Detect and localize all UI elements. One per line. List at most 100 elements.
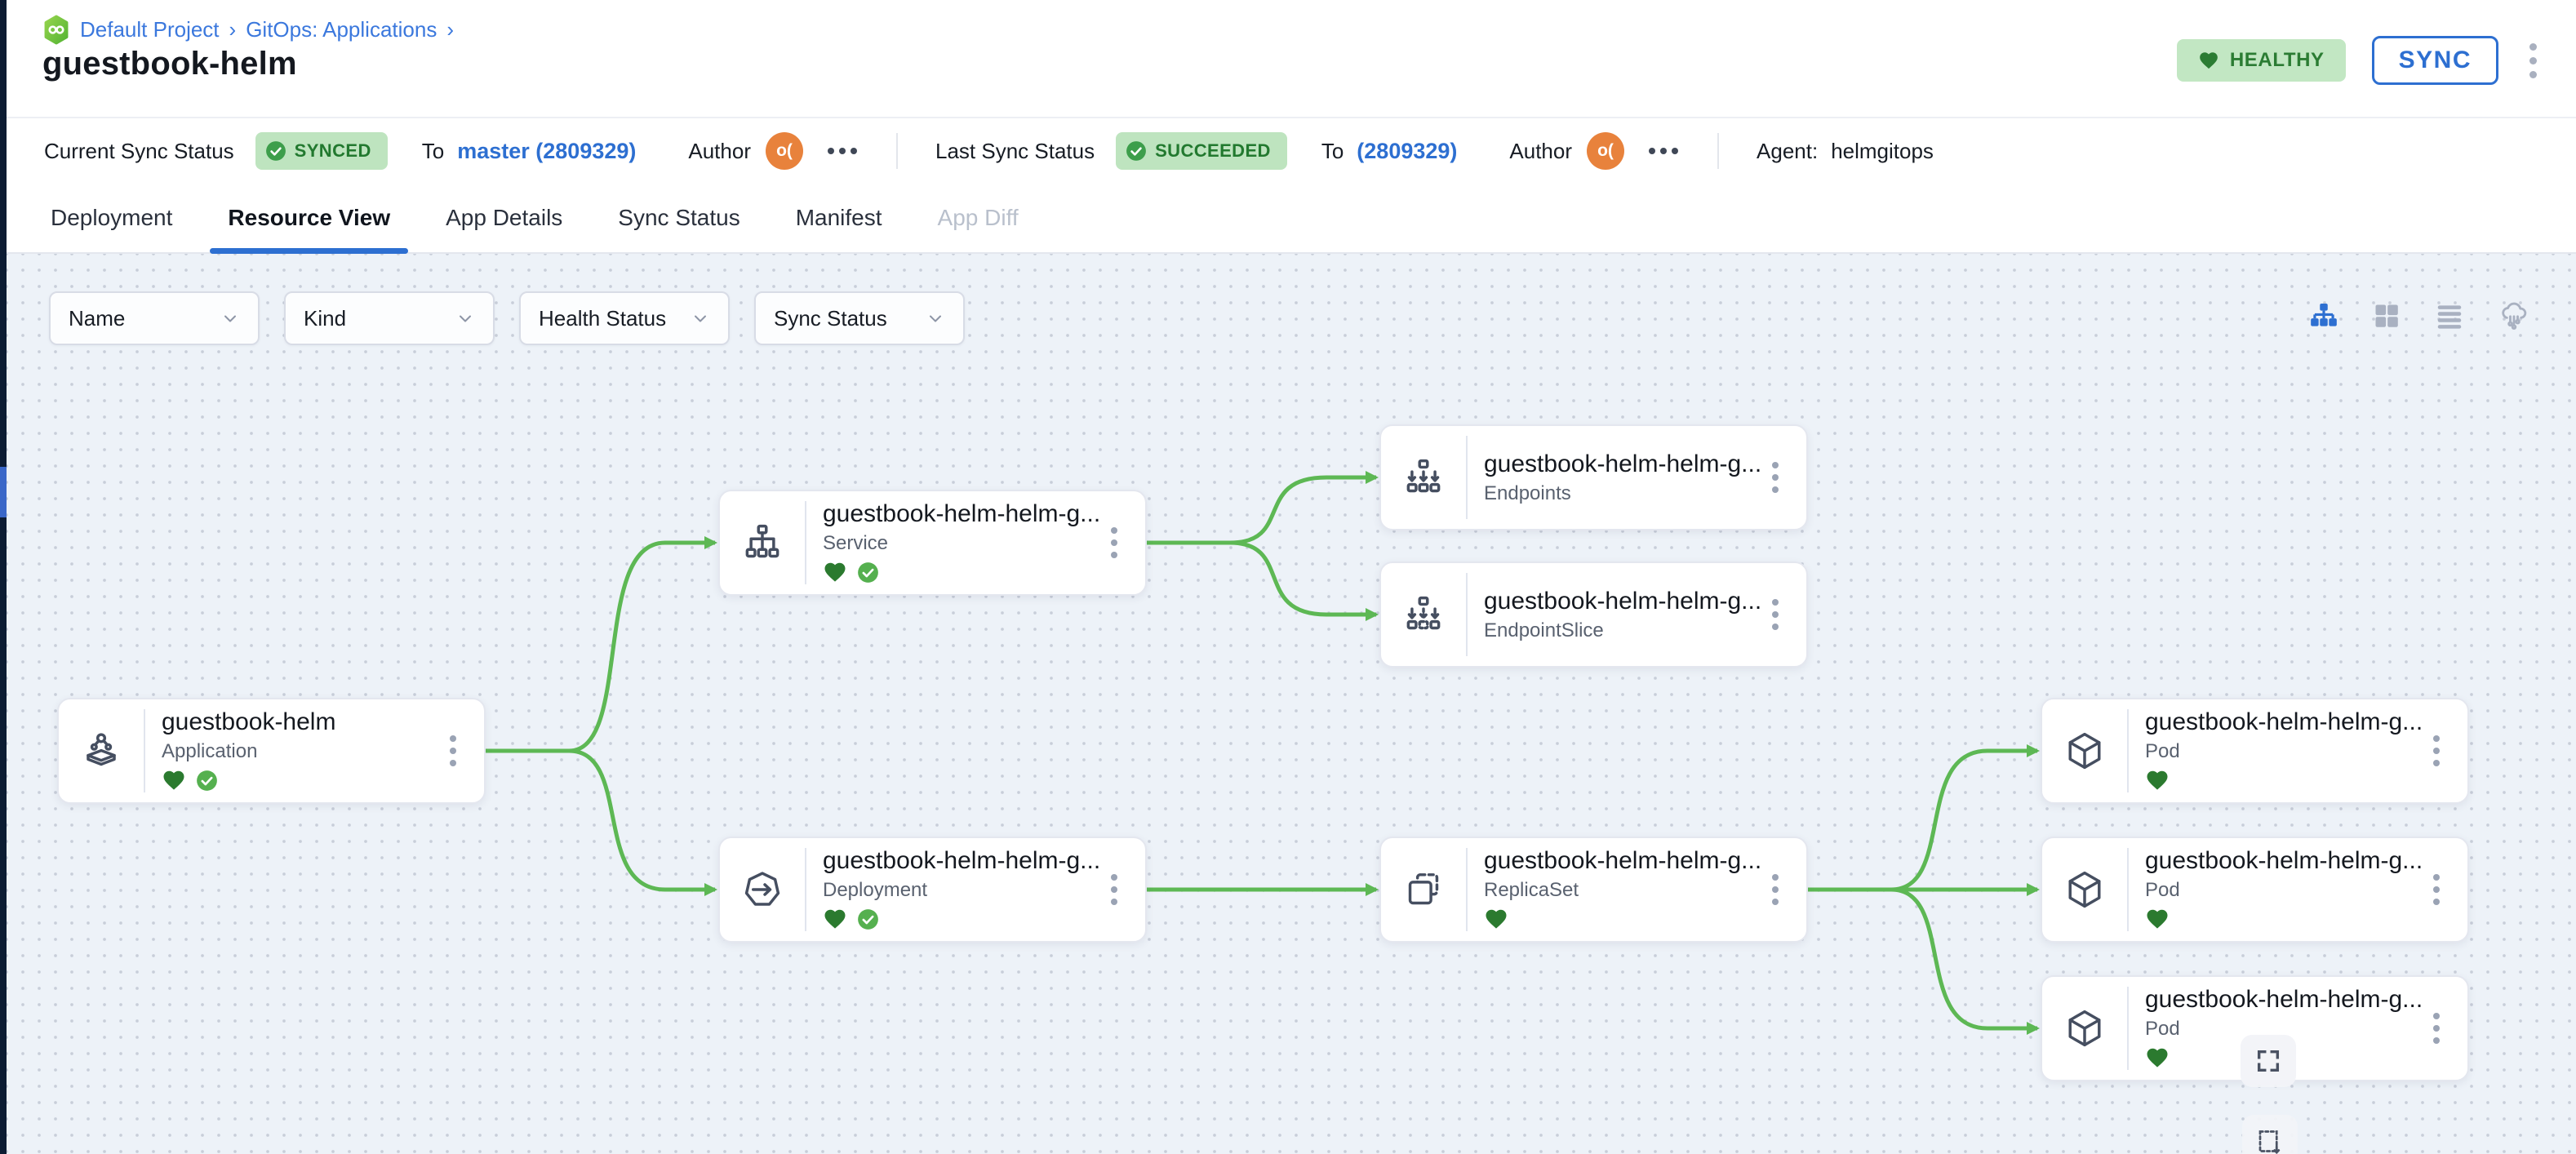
sync-status-filter-select[interactable]: Sync Status xyxy=(754,291,965,345)
view-toggles xyxy=(2308,300,2530,336)
tab-sync-status[interactable]: Sync Status xyxy=(618,205,740,230)
node-kind: EndpointSlice xyxy=(1484,619,1604,641)
tab-manifest[interactable]: Manifest xyxy=(795,205,882,230)
resource-node[interactable]: guestbook-helm-helm-g... EndpointSlice xyxy=(1379,561,1808,668)
replicaset-icon xyxy=(1381,848,1468,931)
node-title: guestbook-helm-helm-g... xyxy=(823,500,1101,527)
list-view-icon[interactable] xyxy=(2434,300,2465,335)
node-kind: Service xyxy=(823,532,889,554)
pod-icon xyxy=(2042,848,2129,931)
node-status-icons xyxy=(823,906,1145,932)
pod-icon xyxy=(2042,709,2129,792)
endpoints-icon xyxy=(1381,436,1468,519)
current-revision-link[interactable]: master (2809329) xyxy=(457,138,637,163)
resource-node[interactable]: guestbook-helm-helm-g... Service xyxy=(718,490,1147,596)
node-menu-icon[interactable] xyxy=(2428,1008,2445,1049)
sidebar-active-indicator xyxy=(0,467,7,517)
resource-node[interactable]: guestbook-helm-helm-g... ReplicaSet xyxy=(1379,837,1808,943)
node-kind: ReplicaSet xyxy=(1484,879,1579,901)
node-title: guestbook-helm-helm-g... xyxy=(2145,847,2423,874)
resource-node[interactable]: guestbook-helm-helm-g... Endpoints xyxy=(1379,424,1808,530)
node-menu-icon[interactable] xyxy=(1106,522,1122,563)
breadcrumb-separator: › xyxy=(229,17,237,42)
check-circle-icon xyxy=(1126,141,1147,161)
chevron-down-icon xyxy=(930,315,941,322)
select-area-icon[interactable] xyxy=(2242,1115,2298,1154)
last-revision-link[interactable]: (2809329) xyxy=(1357,138,1458,163)
to-label: To xyxy=(421,138,445,163)
health-badge-label: HEALTHY xyxy=(2229,49,2325,71)
grid-view-icon[interactable] xyxy=(2372,301,2401,335)
node-kind: Deployment xyxy=(823,879,928,901)
author-avatar[interactable]: o( xyxy=(1587,132,1625,170)
resource-edge xyxy=(1808,744,2040,892)
health-heart-icon xyxy=(2145,1045,2170,1070)
resource-node[interactable]: guestbook-helm-helm-g... Pod xyxy=(2041,837,2469,943)
author-label: Author xyxy=(1509,138,1573,163)
last-sync-status-group: Last Sync Status SUCCEEDED To (2809329) … xyxy=(935,132,1680,170)
health-heart-icon xyxy=(823,907,847,931)
health-status-filter-select[interactable]: Health Status xyxy=(519,291,730,345)
resource-edge xyxy=(1147,540,1379,621)
breadcrumb-separator: › xyxy=(446,17,454,42)
sync-check-icon xyxy=(857,908,879,930)
tab-deployment[interactable]: Deployment xyxy=(51,205,173,230)
resource-node[interactable]: guestbook-helm-helm-g... Deployment xyxy=(718,837,1147,943)
chevron-down-icon xyxy=(695,315,706,322)
node-menu-icon[interactable] xyxy=(445,730,461,771)
app-menu-kebab-icon[interactable] xyxy=(2525,38,2542,83)
node-menu-icon[interactable] xyxy=(1767,869,1783,910)
node-title: guestbook-helm-helm-g... xyxy=(1484,450,1762,477)
more-options-icon[interactable] xyxy=(1647,141,1680,161)
breadcrumb-project-link[interactable]: Default Project xyxy=(80,17,220,42)
deployment-icon xyxy=(720,848,806,931)
breadcrumb-applications-link[interactable]: GitOps: Applications xyxy=(246,17,437,42)
chevron-down-icon xyxy=(460,315,471,322)
status-bar: Current Sync Status SYNCED To master (28… xyxy=(7,117,2576,184)
resource-graph-canvas[interactable]: Name Kind Health Status Sync Status xyxy=(7,254,2576,1154)
node-status-icons xyxy=(2145,1045,2467,1071)
chevron-down-icon xyxy=(224,315,236,322)
tab-resource-view[interactable]: Resource View xyxy=(200,184,418,254)
application-icon xyxy=(59,709,145,792)
kind-filter-select[interactable]: Kind xyxy=(284,291,495,345)
filter-row: Name Kind Health Status Sync Status xyxy=(49,291,965,345)
tab-app-diff: App Diff xyxy=(937,205,1019,230)
agent-label: Agent: xyxy=(1757,138,1819,163)
resource-node[interactable]: guestbook-helm Application xyxy=(57,698,486,804)
fullscreen-icon[interactable] xyxy=(2241,1035,2296,1087)
node-title: guestbook-helm-helm-g... xyxy=(1484,847,1762,874)
agent-group: Agent: helmgitops xyxy=(1757,139,1934,164)
app-header: Default Project › GitOps: Applications ›… xyxy=(7,0,2576,117)
node-title: guestbook-helm-helm-g... xyxy=(823,847,1101,874)
sync-check-icon xyxy=(196,770,218,792)
current-sync-status-group: Current Sync Status SYNCED To master (28… xyxy=(44,132,859,170)
sync-button[interactable]: SYNC xyxy=(2371,36,2498,85)
author-avatar[interactable]: o( xyxy=(765,132,803,170)
node-menu-icon[interactable] xyxy=(2428,730,2445,771)
tab-app-details[interactable]: App Details xyxy=(446,205,563,230)
name-filter-select[interactable]: Name xyxy=(49,291,260,345)
node-menu-icon[interactable] xyxy=(1767,594,1783,635)
to-label: To xyxy=(1321,138,1344,163)
succeeded-badge: SUCCEEDED xyxy=(1116,132,1287,170)
node-title: guestbook-helm-helm-g... xyxy=(2145,986,2423,1013)
collapsed-sidebar[interactable] xyxy=(0,0,7,1154)
tree-view-icon[interactable] xyxy=(2308,300,2339,335)
more-options-icon[interactable] xyxy=(826,141,859,161)
node-kind: Pod xyxy=(2145,740,2180,762)
node-kind: Pod xyxy=(2145,1018,2180,1040)
node-kind: Endpoints xyxy=(1484,482,1571,504)
heart-icon xyxy=(2198,50,2219,71)
resource-node[interactable]: guestbook-helm-helm-g... Pod xyxy=(2041,698,2469,804)
codefresh-logo-icon xyxy=(42,15,70,45)
resource-edge xyxy=(486,536,717,753)
node-menu-icon[interactable] xyxy=(1767,457,1783,498)
agent-value: helmgitops xyxy=(1831,138,1934,163)
node-menu-icon[interactable] xyxy=(2428,869,2445,910)
node-title: guestbook-helm xyxy=(162,708,336,735)
cluster-view-icon[interactable] xyxy=(2498,300,2530,336)
node-title: guestbook-helm-helm-g... xyxy=(1484,587,1762,615)
node-menu-icon[interactable] xyxy=(1106,869,1122,910)
pod-icon xyxy=(2042,987,2129,1070)
